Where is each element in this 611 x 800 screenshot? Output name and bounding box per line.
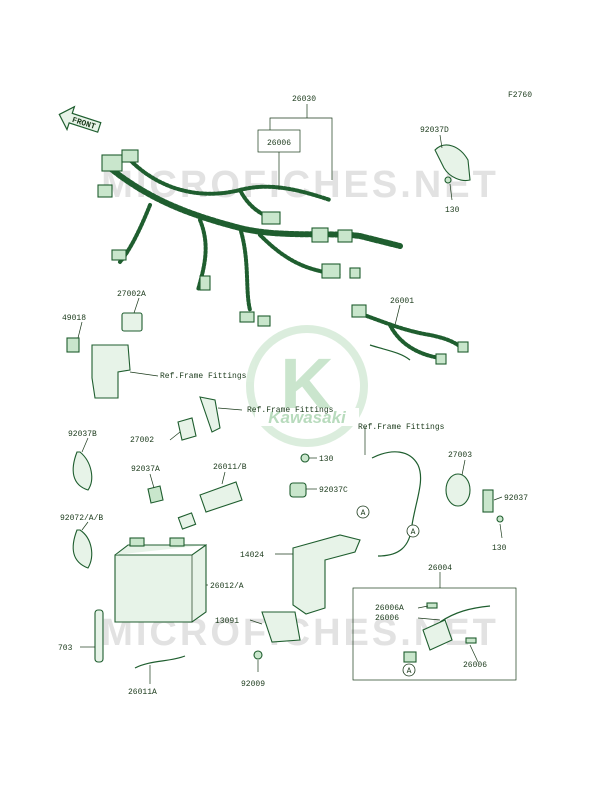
part-label-92037d[interactable]: 92037D [420,126,449,135]
part-label-130-mid[interactable]: 130 [319,455,334,464]
relay-27002a [121,312,143,332]
battery-tray-14024 [292,534,361,615]
kawasaki-logo-watermark: K Kawasaki [246,325,368,447]
callout-a-box [402,663,416,677]
part-label-26012[interactable]: 26012/A [210,582,244,591]
kawasaki-logo-word: Kawasaki [268,408,347,427]
part-label-26004[interactable]: 26004 [428,564,452,573]
part-label-49018[interactable]: 49018 [62,314,86,323]
relay-27002 [177,417,197,441]
ref-frame-fittings-2[interactable]: Ref.Frame Fittings [247,406,334,415]
part-label-27003[interactable]: 27003 [448,451,472,460]
band-92072 [72,529,93,569]
callout-a-lower [406,524,420,538]
fuse-703 [94,609,104,663]
part-label-13091[interactable]: 13091 [215,617,239,626]
part-label-92037[interactable]: 92037 [504,494,528,503]
ref-frame-fittings-3[interactable]: Ref.Frame Fittings [358,423,445,432]
part-label-26001[interactable]: 26001 [390,297,414,306]
part-label-92037b[interactable]: 92037B [68,430,97,439]
starter-cable-27003 [371,451,504,557]
clamp-92037a [147,485,164,504]
part-label-26011a[interactable]: 26011A [128,688,157,697]
clamp-92037d [434,144,471,182]
part-label-92072[interactable]: 92072/A/B [60,514,103,523]
fuse-box-26004 [352,587,517,681]
part-label-14024[interactable]: 14024 [240,551,264,560]
part-label-26030[interactable]: 26030 [292,95,316,104]
screw-92009 [253,650,263,660]
part-label-130-top[interactable]: 130 [445,206,460,215]
callout-a-upper [356,505,370,519]
part-label-27002[interactable]: 27002 [130,436,154,445]
front-arrow-label: FRONT [71,116,97,132]
battery-26012 [114,537,207,623]
part-label-26006-mid[interactable]: 26006 [375,614,399,623]
sub-harness [351,304,469,365]
callout-a-box-label: A [407,667,412,676]
callout-a-upper-label: A [361,509,366,518]
part-label-92009[interactable]: 92009 [241,680,265,689]
part-label-703[interactable]: 703 [58,644,73,653]
part-label-27002a[interactable]: 27002A [117,290,146,299]
bracket-13091 [261,611,301,643]
part-label-130-right[interactable]: 130 [492,544,507,553]
clamp-92037c [289,482,307,498]
part-label-26006-low[interactable]: 26006 [463,661,487,670]
part-label-92037c[interactable]: 92037C [319,486,348,495]
leader-lines [77,104,503,684]
part-label-26006-top[interactable]: 26006 [267,139,291,148]
band-92037b [72,451,93,491]
relay-bracket [66,337,131,399]
front-direction-arrow: FRONT [58,105,102,133]
figure-code: F2760 [508,91,532,100]
bolt-130-mid [300,453,310,463]
connector-26011b [177,481,243,530]
part-label-92037a[interactable]: 92037A [131,465,160,474]
ref-frame-fittings-1[interactable]: Ref.Frame Fittings [160,372,247,381]
callout-a-lower-label: A [411,528,416,537]
part-label-26006a[interactable]: 26006A [375,604,404,613]
main-harness [97,149,403,327]
lead-26011a [134,655,186,669]
part-label-26011b[interactable]: 26011/B [213,463,247,472]
